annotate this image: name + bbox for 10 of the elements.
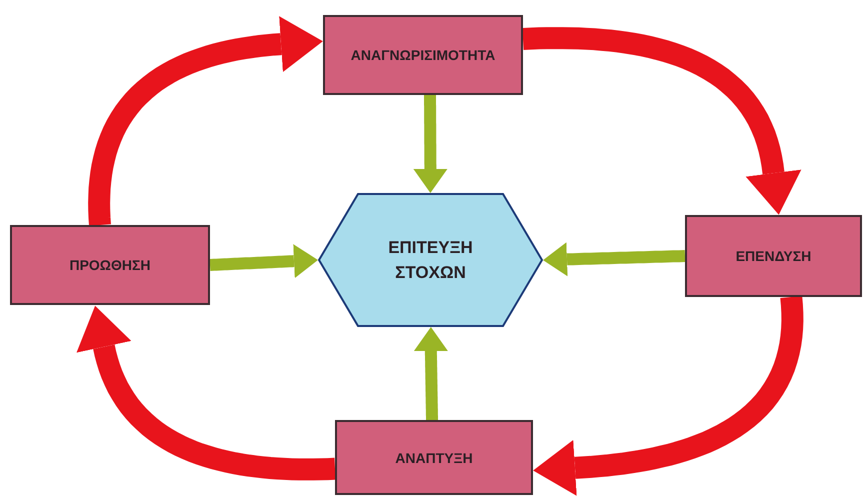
node-label: ΑΝΑΓΝΩΡΙΣΙΜΟΤΗΤΑ	[350, 47, 496, 63]
goal-hexagon	[318, 193, 543, 327]
stage-box	[685, 215, 862, 297]
node-label: ΕΠΙΤΕΥΞΗ ΣΤΟΧΩΝ	[387, 236, 474, 284]
stage-box	[10, 225, 210, 305]
node-label: ΕΠΕΝΔΥΣΗ	[734, 248, 812, 264]
node-label: ΠΡΟΩΘΗΣΗ	[68, 257, 152, 273]
node-label: ΑΝΑΠΤΥΞΗ	[394, 450, 474, 466]
stage-box	[323, 15, 523, 95]
stage-box	[335, 420, 533, 495]
